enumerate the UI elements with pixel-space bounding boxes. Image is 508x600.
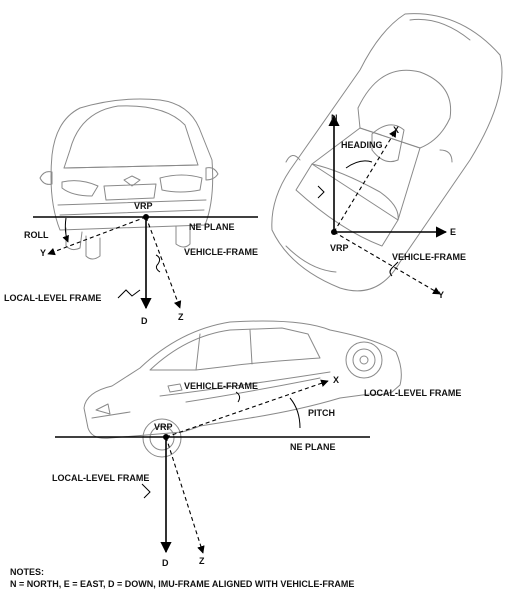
side-z-axis	[165, 436, 205, 554]
top-y-axis	[333, 231, 441, 295]
notes-text: N = NORTH, E = EAST, D = DOWN, IMU-FRAME…	[10, 579, 355, 589]
side-z-label: Z	[199, 556, 205, 566]
side-car-illustration	[83, 320, 402, 458]
side-ne-plane-label: NE PLANE	[290, 442, 336, 452]
front-car-illustration	[39, 98, 219, 260]
front-d-label: D	[141, 316, 148, 326]
front-vrp-label: VRP	[134, 201, 153, 211]
side-vrp-label: VRP	[154, 422, 173, 432]
side-vrp-point	[163, 434, 169, 440]
front-local-level-frame-label: LOCAL-LEVEL FRAME	[4, 293, 101, 303]
side-vehicle-frame-leader	[235, 391, 241, 403]
top-car-illustration	[271, 13, 503, 292]
front-vrp-point	[143, 214, 149, 220]
side-x-axis	[165, 379, 329, 438]
front-y-label: Y	[40, 248, 46, 258]
top-x-axis	[333, 129, 397, 233]
roll-label: ROLL	[24, 230, 49, 240]
pitch-label: PITCH	[308, 408, 335, 418]
top-vrp-label: VRP	[330, 243, 349, 253]
front-z-axis	[145, 216, 182, 309]
side-local-level-frame-right-label: LOCAL-LEVEL FRAME	[364, 388, 461, 398]
notes-block: NOTES: N = NORTH, E = EAST, D = DOWN, IM…	[10, 566, 354, 590]
top-e-label: E	[450, 227, 456, 237]
front-local-level-leader	[117, 289, 141, 299]
top-vehicle-frame-leader	[389, 261, 399, 277]
front-ne-plane-label: NE PLANE	[189, 222, 235, 232]
roll-arc	[62, 217, 69, 243]
side-d-label: D	[162, 558, 169, 568]
notes-title: NOTES:	[10, 567, 45, 577]
side-x-label: X	[333, 375, 339, 385]
front-view-frames: VRP ROLL NE PLANE Y VEHICLE-FRAME LOCAL-…	[4, 201, 258, 326]
front-vehicle-frame-label: VEHICLE-FRAME	[184, 247, 258, 257]
front-z-label: Z	[178, 312, 184, 322]
top-y-label: Y	[438, 290, 444, 300]
side-view-frames: VEHICLE-FRAME X LOCAL-LEVEL FRAME PITCH …	[52, 375, 461, 568]
side-local-level-leader	[141, 483, 151, 499]
pitch-arc	[289, 397, 301, 429]
side-local-level-frame-left-label: LOCAL-LEVEL FRAME	[52, 473, 149, 483]
top-view-frames: N X HEADING E VRP VEHICLE-FRAME Y	[317, 113, 466, 300]
front-vehicle-frame-leader	[155, 254, 161, 273]
top-x-label: X	[393, 125, 399, 135]
heading-arc	[345, 160, 373, 169]
side-vehicle-frame-label: VEHICLE-FRAME	[184, 381, 258, 391]
top-vehicle-frame-label: VEHICLE-FRAME	[392, 252, 466, 262]
top-n-label: N	[331, 113, 338, 123]
top-heading-leader	[317, 185, 325, 199]
heading-label: HEADING	[341, 140, 383, 150]
top-vrp-point	[331, 229, 337, 235]
front-y-axis	[47, 216, 147, 256]
